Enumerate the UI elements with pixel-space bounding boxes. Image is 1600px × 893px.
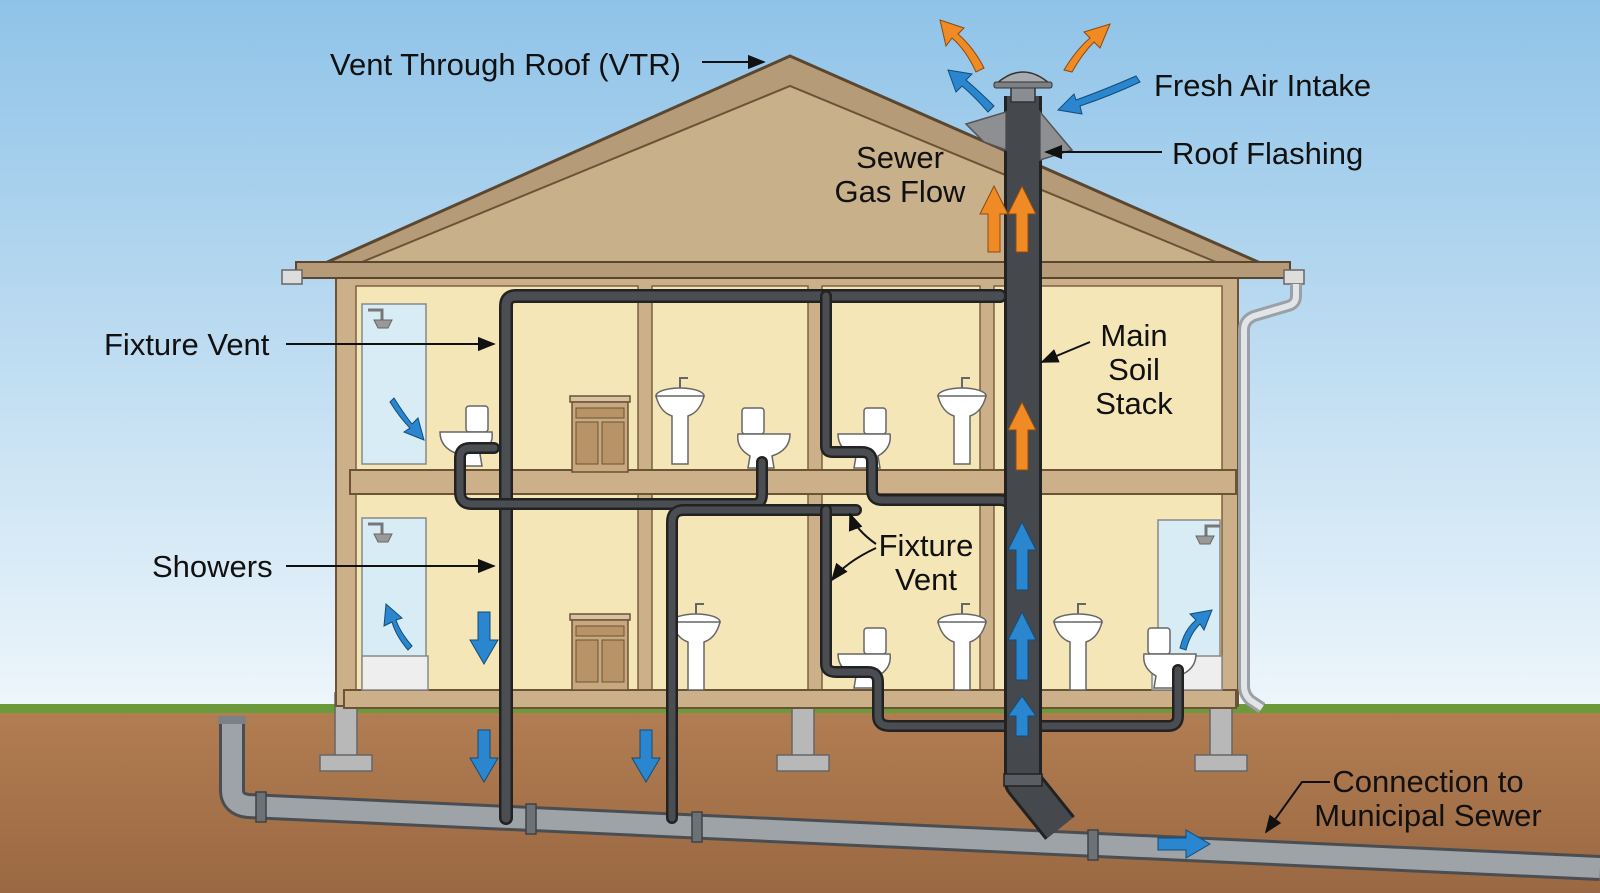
- foundation-posts: [319, 692, 1248, 772]
- label-sewer-gas-flow-1: Sewer: [856, 140, 944, 175]
- vanity-cabinet-icon: [569, 613, 631, 691]
- label-fixture-vent-lower-2: Vent: [895, 562, 957, 597]
- sewer-gas-arrows: [939, 19, 1111, 471]
- gutter-right: [1283, 269, 1305, 285]
- label-fixture-vent-lower-1: Fixture: [879, 528, 974, 563]
- vanity-cabinet-icon: [569, 395, 631, 473]
- roof-soffit: [295, 261, 1291, 279]
- label-fixture-vent-upper: Fixture Vent: [104, 327, 270, 362]
- label-showers: Showers: [152, 549, 273, 584]
- vent-cap-icon: [993, 71, 1053, 103]
- fresh-air-arrows: [383, 69, 1213, 859]
- label-vtr: Vent Through Roof (VTR): [330, 47, 681, 82]
- sewer-couplings: [255, 791, 1099, 861]
- label-main-soil-stack-3: Stack: [1095, 386, 1173, 421]
- label-main-soil-stack-2: Soil: [1108, 352, 1160, 387]
- sewer-main: [218, 716, 1600, 881]
- label-connection-2: Municipal Sewer: [1314, 798, 1541, 833]
- upper-floor-beam: [349, 469, 1237, 495]
- label-roof-flashing: Roof Flashing: [1172, 136, 1363, 171]
- ground-floor-beam: [343, 689, 1237, 709]
- label-fresh-air-intake: Fresh Air Intake: [1154, 68, 1371, 103]
- label-connection-1: Connection to: [1332, 764, 1523, 799]
- gutter-left: [281, 269, 303, 285]
- leader-lines: [286, 54, 1330, 834]
- shower-upper: [361, 303, 427, 465]
- label-sewer-gas-flow-2: Gas Flow: [835, 174, 967, 209]
- main-soil-stack: [1003, 96, 1075, 840]
- shower-lower: [361, 517, 429, 691]
- vent-pipes: [454, 289, 1184, 825]
- label-main-soil-stack-1: Main: [1100, 318, 1167, 353]
